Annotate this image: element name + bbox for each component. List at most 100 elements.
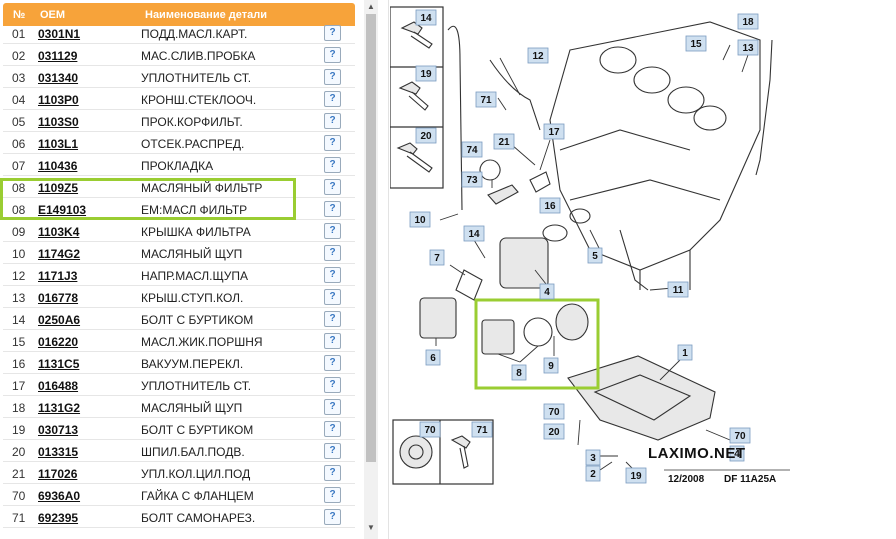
part-label[interactable]: 18 [737,13,759,30]
part-label[interactable]: 21 [493,133,515,150]
info-icon[interactable]: ? [324,399,341,415]
oem-link[interactable]: 110436 [38,159,78,173]
part-label[interactable]: 17 [543,123,565,140]
part-label[interactable]: 14 [415,9,437,26]
oem-link[interactable]: 031340 [38,71,79,85]
scroll-down-arrow-icon[interactable]: ▼ [367,523,375,532]
part-label[interactable]: 7 [429,249,445,266]
part-label[interactable]: 74 [461,141,483,158]
oem-link[interactable]: 1103K4 [38,225,80,239]
info-icon[interactable]: ? [324,509,341,525]
oem-link[interactable]: 1171J3 [38,269,78,283]
part-label[interactable]: 20 [415,127,437,144]
info-icon[interactable]: ? [324,179,341,195]
part-label[interactable]: 71 [471,421,493,438]
part-label[interactable]: 20 [543,423,565,440]
info-icon[interactable]: ? [324,223,341,239]
oem-link[interactable]: 016220 [38,335,79,349]
info-icon[interactable]: ? [324,245,341,261]
oem-link[interactable]: E149103 [38,203,87,217]
info-icon[interactable]: ? [324,487,341,503]
oem-link[interactable]: 1103P0 [38,93,79,107]
part-label[interactable]: 15 [685,35,707,52]
part-label[interactable]: 70 [543,403,565,420]
info-icon[interactable]: ? [324,311,341,327]
info-icon[interactable]: ? [324,377,341,393]
part-label[interactable]: 70 [419,421,441,438]
oem-link[interactable]: 0250A6 [38,313,81,327]
oem-link[interactable]: 013315 [38,445,79,459]
info-icon[interactable]: ? [324,465,341,481]
oem-link[interactable]: 030713 [38,423,79,437]
part-label[interactable]: 6 [425,349,441,366]
info-icon[interactable]: ? [324,113,341,129]
part-label[interactable]: 8 [511,364,527,381]
oem-link[interactable]: 0301N1 [38,27,81,41]
part-label[interactable]: 9 [543,357,559,374]
part-label[interactable]: 12 [527,47,549,64]
oem-link[interactable]: 117026 [38,467,78,481]
oem-link[interactable]: 1174G2 [38,247,81,261]
table-scrollbar[interactable]: ▲ ▼ [364,0,378,539]
info-icon[interactable]: ? [324,421,341,437]
info-icon[interactable]: ? [324,289,341,305]
info-icon[interactable]: ? [324,267,341,283]
part-label[interactable]: 71 [475,91,497,108]
part-label[interactable]: 14 [463,225,485,242]
info-icon[interactable]: ? [324,355,341,371]
scroll-up-arrow-icon[interactable]: ▲ [367,2,375,11]
part-label[interactable]: 70 [729,427,751,444]
info-icon[interactable]: ? [324,135,341,151]
oem-link[interactable]: 016778 [38,291,79,305]
part-label[interactable]: 13 [737,39,759,56]
part-label[interactable]: 10 [409,211,431,228]
oem-link[interactable]: 1109Z5 [38,181,79,195]
oem-link[interactable]: 1103L1 [38,137,79,151]
part-label[interactable]: 4 [729,445,745,462]
oem-link[interactable]: 1131G2 [38,401,81,415]
oem-link[interactable]: 692395 [38,511,79,525]
info-icon[interactable]: ? [324,91,341,107]
part-label[interactable]: 16 [539,197,561,214]
part-label[interactable]: 19 [625,467,647,484]
info-icon[interactable]: ? [324,25,341,41]
part-label[interactable]: 19 [415,65,437,82]
oem-link[interactable]: 1131C5 [38,357,80,371]
oem-link[interactable]: 1103S0 [38,115,79,129]
part-label[interactable]: 73 [461,171,483,188]
info-icon[interactable]: ? [324,157,341,173]
oem-link[interactable]: 031129 [38,49,78,63]
oem-link[interactable]: 016488 [38,379,79,393]
info-icon[interactable]: ? [324,443,341,459]
info-icon[interactable]: ? [324,47,341,63]
info-icon[interactable]: ? [324,333,341,349]
part-label[interactable]: 5 [587,247,603,264]
info-icon[interactable]: ? [324,201,341,217]
part-label[interactable]: 3 [585,449,601,466]
part-label[interactable]: 2 [585,465,601,482]
